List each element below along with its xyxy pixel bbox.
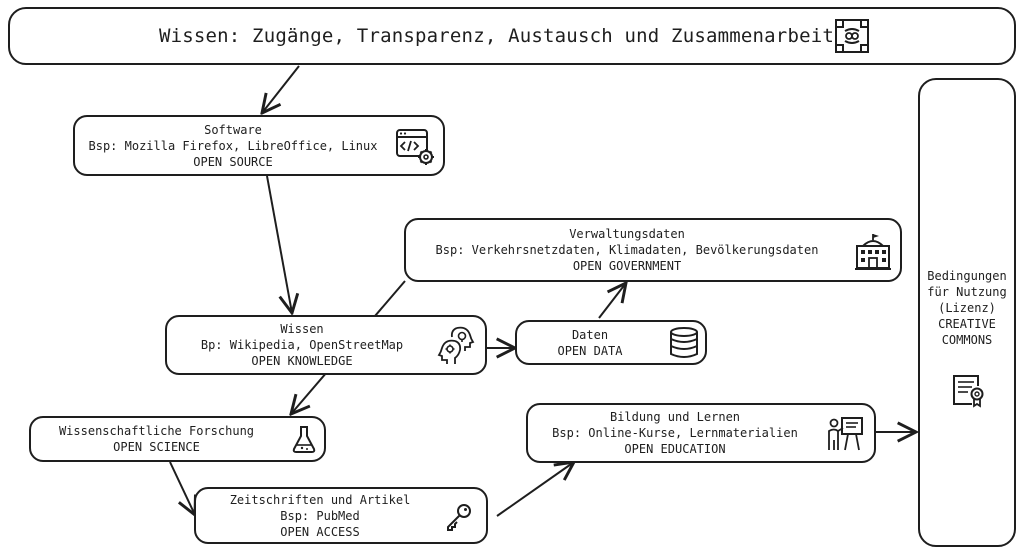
- daten-title: Daten: [571, 327, 609, 342]
- software-label: OPEN SOURCE: [193, 154, 273, 169]
- certificate-icon: [953, 375, 984, 408]
- arrow-forschung-to-zeitschriften: [169, 461, 195, 515]
- heads-lightbulb-gear-icon: [437, 326, 475, 364]
- collaboration-hands-icon: [835, 19, 869, 53]
- arrow-daten-to-verwaltungsdaten: [598, 283, 626, 319]
- creative-commons-box: Bedingungen für Nutzung (Lizenz) CREATIV…: [918, 78, 1016, 547]
- software-title: Software: [204, 122, 262, 137]
- header-box: Wissen: Zugänge, Transparenz, Austausch …: [8, 7, 1016, 65]
- cc-line-5: COMMONS: [941, 333, 993, 347]
- code-window-gear-icon: [396, 129, 434, 165]
- cc-line-3: (Lizenz): [938, 301, 996, 315]
- arrow-zeitschriften-to-bildung: [496, 462, 574, 517]
- flask-icon: [292, 426, 316, 453]
- bildung-title: Bildung und Lernen: [609, 410, 741, 424]
- daten-box: Daten OPEN DATA: [515, 320, 707, 365]
- cc-line-2: für Nutzung: [927, 285, 1007, 299]
- wissen-box: Wissen Bp: Wikipedia, OpenStreetMap OPEN…: [165, 315, 487, 375]
- bildung-label: OPEN EDUCATION: [624, 442, 726, 456]
- teacher-board-icon: [828, 417, 863, 451]
- wissen-example: Bp: Wikipedia, OpenStreetMap: [200, 338, 404, 352]
- wissen-title: Wissen: [280, 322, 324, 336]
- forschung-title: Wissenschaftliche Forschung: [58, 424, 255, 438]
- arrow-software-to-wissen: [266, 175, 292, 313]
- government-building-icon: [855, 234, 891, 270]
- cc-line-1: Bedingungen: [927, 269, 1007, 283]
- software-box: Software Bsp: Mozilla Firefox, LibreOffi…: [73, 115, 445, 176]
- forschung-box: Wissenschaftliche Forschung OPEN SCIENCE: [29, 416, 326, 462]
- forschung-label: OPEN SCIENCE: [113, 440, 200, 454]
- verwaltungsdaten-box: Verwaltungsdaten Bsp: Verkehrsnetzdaten,…: [404, 218, 902, 282]
- zeitschriften-label: OPEN ACCESS: [280, 524, 360, 539]
- key-icon: [447, 504, 471, 531]
- verwaltungsdaten-title: Verwaltungsdaten: [569, 227, 685, 241]
- verwaltungsdaten-label: OPEN GOVERNMENT: [572, 259, 682, 273]
- daten-label: OPEN DATA: [557, 343, 623, 358]
- zeitschriften-box: Zeitschriften und Artikel Bsp: PubMed OP…: [194, 487, 488, 544]
- wissen-label: OPEN KNOWLEDGE: [251, 354, 353, 368]
- bildung-example: Bsp: Online-Kurse, Lernmaterialien: [552, 426, 798, 440]
- software-example: Bsp: Mozilla Firefox, LibreOffice, Linux: [88, 138, 378, 153]
- cc-line-4: CREATIVE: [938, 317, 996, 331]
- bildung-box: Bildung und Lernen Bsp: Online-Kurse, Le…: [526, 403, 876, 463]
- verwaltungsdaten-example: Bsp: Verkehrsnetzdaten, Klimadaten, Bevö…: [435, 243, 819, 257]
- header-title: Wissen: Zugänge, Transparenz, Austausch …: [158, 25, 834, 47]
- database-icon: [670, 327, 698, 358]
- zeitschriften-title: Zeitschriften und Artikel: [229, 492, 411, 507]
- arrow-header-to-software: [262, 65, 300, 113]
- zeitschriften-example: Bsp: PubMed: [280, 508, 360, 523]
